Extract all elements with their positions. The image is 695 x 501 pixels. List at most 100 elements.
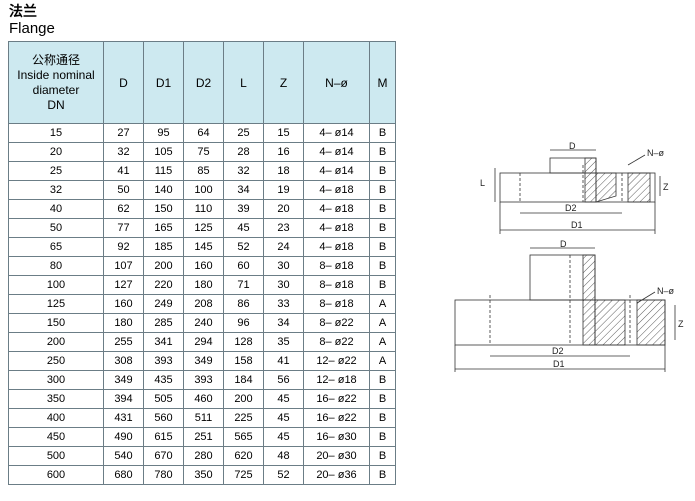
table-cell: 4– ø18	[303, 180, 370, 200]
table-cell: 725	[223, 465, 264, 485]
label-z-a: Z	[663, 182, 669, 192]
table-cell: 220	[143, 275, 184, 295]
flange-body-a	[499, 172, 656, 203]
table-cell: 50	[103, 180, 144, 200]
table-cell: 280	[183, 446, 224, 466]
table-cell: 96	[223, 313, 264, 333]
table-cell: 52	[263, 465, 304, 485]
table-cell: 27	[103, 123, 144, 143]
table-cell: 34	[263, 313, 304, 333]
table-cell: 16	[263, 142, 304, 162]
table-cell: 110	[183, 199, 224, 219]
table-cell: 4– ø14	[303, 123, 370, 143]
table-cell: 200	[223, 389, 264, 409]
label-z-b: Z	[678, 319, 684, 329]
table-cell: 150	[8, 313, 104, 333]
table-cell: 350	[183, 465, 224, 485]
table-cell: 45	[263, 389, 304, 409]
table-cell: 45	[263, 427, 304, 447]
label-n-a: N–ø	[647, 148, 665, 158]
flange-body-b	[454, 299, 666, 346]
table-cell: 505	[143, 389, 184, 409]
table-cell: 12– ø18	[303, 370, 370, 390]
table-cell: 140	[143, 180, 184, 200]
table-cell: 294	[183, 332, 224, 352]
header-n-diameter: N–ø	[303, 41, 370, 124]
flange-drawing-b	[454, 247, 676, 372]
table-cell: 24	[263, 237, 304, 257]
table-cell: 100	[8, 275, 104, 295]
header-m: M	[369, 41, 396, 124]
flange-drawing-a	[494, 149, 661, 234]
table-cell: 125	[8, 294, 104, 314]
table-cell: 8– ø22	[303, 313, 370, 333]
table-cell: 300	[8, 370, 104, 390]
label-d-b: D	[560, 239, 567, 249]
table-cell: 184	[223, 370, 264, 390]
label-d1-a: D1	[571, 220, 583, 230]
table-cell: 393	[143, 351, 184, 371]
title-chinese: 法兰	[9, 3, 37, 19]
table-cell: 128	[223, 332, 264, 352]
table-cell: 41	[263, 351, 304, 371]
label-d-a: D	[569, 141, 576, 151]
table-cell: 431	[103, 408, 144, 428]
table-cell: 8– ø18	[303, 294, 370, 314]
table-cell: B	[369, 408, 396, 428]
label-n-b: N–ø	[657, 286, 675, 296]
header-dn-line1: Inside nominal	[17, 67, 95, 82]
table-cell: 12– ø22	[303, 351, 370, 371]
table-cell: 350	[8, 389, 104, 409]
header-dn: 公称通径 Inside nominal diameter DN	[8, 41, 104, 124]
table-cell: 48	[263, 446, 304, 466]
table-header-row: 公称通径 Inside nominal diameter DN D D1 D2 …	[8, 41, 396, 124]
header-dn-line3: DN	[47, 97, 65, 112]
table-cell: 20– ø36	[303, 465, 370, 485]
table-cell: 4– ø18	[303, 218, 370, 238]
table-cell: B	[369, 389, 396, 409]
weld-section-b	[594, 299, 626, 346]
table-cell: 225	[223, 408, 264, 428]
flange-spec-table: 公称通径 Inside nominal diameter DN D D1 D2 …	[8, 41, 396, 485]
table-cell: 4– ø14	[303, 142, 370, 162]
table-cell: 4– ø18	[303, 237, 370, 257]
label-d1-b: D1	[553, 359, 565, 369]
label-d2-a: D2	[565, 203, 577, 213]
table-cell: 780	[143, 465, 184, 485]
header-dn-line2: diameter	[32, 82, 80, 97]
table-cell: 16– ø22	[303, 408, 370, 428]
leader-n-b	[636, 291, 656, 304]
table-cell: 15	[8, 123, 104, 143]
weld-section-a	[595, 172, 617, 203]
hub-section-b	[582, 254, 596, 346]
table-cell: 32	[103, 142, 144, 162]
table-cell: 615	[143, 427, 184, 447]
label-l-a: L	[480, 178, 485, 188]
table-cell: 600	[8, 465, 104, 485]
hub-section-a	[584, 157, 597, 203]
title-english: Flange	[9, 20, 55, 37]
table-cell: 95	[143, 123, 184, 143]
leader-n-a	[627, 154, 646, 166]
table-cell: 45	[223, 218, 264, 238]
table-cell: 115	[143, 161, 184, 181]
header-d: D	[103, 41, 144, 124]
header-dn-zh: 公称通径	[31, 52, 80, 67]
label-d2-b: D2	[552, 346, 564, 356]
table-cell: 150	[143, 199, 184, 219]
header-z: Z	[263, 41, 304, 124]
table-cell: 39	[223, 199, 264, 219]
ring-section-a	[627, 172, 651, 203]
